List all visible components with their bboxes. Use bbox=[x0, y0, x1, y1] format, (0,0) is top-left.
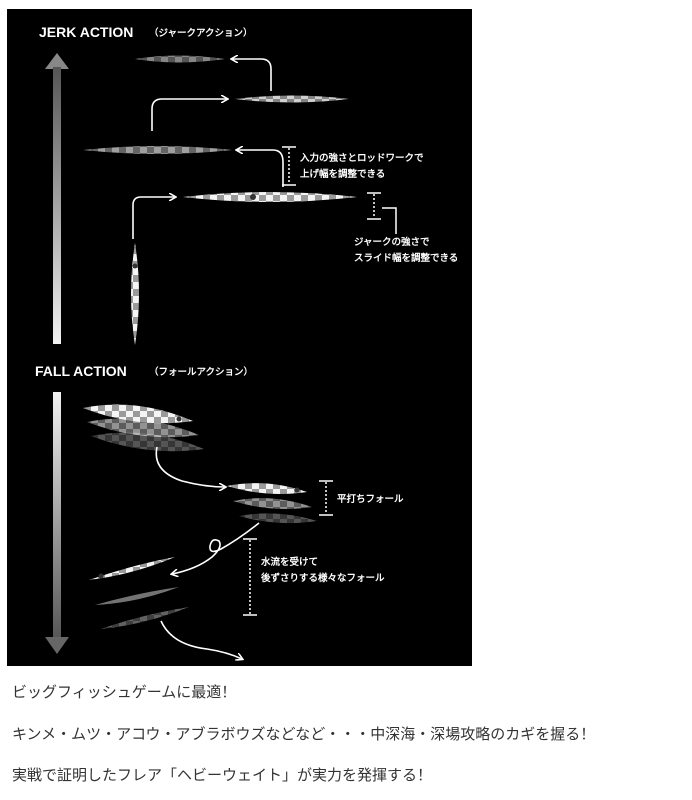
fall-title: FALL ACTION bbox=[35, 363, 127, 379]
action-diagram: JERK ACTION （ジャークアクション） bbox=[7, 9, 472, 666]
current-fall-annotation-line-1: 水流を受けて bbox=[261, 556, 318, 568]
slide-range-bracket bbox=[367, 192, 397, 234]
action-diagram-svg: JERK ACTION （ジャークアクション） bbox=[35, 24, 458, 666]
jerk-lure-vertical bbox=[131, 243, 139, 345]
current-fall-annotation-line-2: 後ずさりする様々なフォール bbox=[261, 572, 385, 584]
fall-down-arrow bbox=[45, 392, 69, 654]
caption-line-1: ビッグフィッシュゲームに最適！ bbox=[12, 683, 237, 701]
flat-fall-annotation: 平打ちフォール bbox=[337, 493, 404, 505]
fall-subtitle: （フォールアクション） bbox=[149, 366, 253, 378]
slide-annotation-line-1: ジャークの強さで bbox=[354, 236, 430, 248]
jerk-lure-4 bbox=[183, 192, 357, 202]
lift-annotation-line-2: 上げ幅を調整できる bbox=[300, 168, 385, 180]
flat-fall-bracket bbox=[319, 480, 333, 516]
caption-line-3: 実戦で証明したフレア「ヘビーウェイト」が実力を発揮する！ bbox=[12, 766, 433, 784]
jerk-subtitle: （ジャークアクション） bbox=[149, 27, 253, 39]
jerk-lure-1 bbox=[135, 55, 225, 63]
jerk-motion-arrows bbox=[132, 59, 284, 239]
lift-annotation-line-1: 入力の強さとロッドワークで bbox=[299, 152, 424, 164]
jerk-title: JERK ACTION bbox=[39, 24, 133, 40]
lift-range-bracket bbox=[282, 146, 296, 186]
fall-motion-arrows bbox=[155, 446, 260, 659]
fall-lures-top bbox=[83, 404, 204, 452]
jerk-lure-2 bbox=[235, 95, 349, 103]
jerk-lure-3 bbox=[83, 146, 232, 154]
fall-lures-bottom bbox=[89, 557, 189, 629]
caption-line-2: キンメ・ムツ・アコウ・アブラボウズなどなど・・・中深海・深場攻略のカギを握る！ bbox=[12, 725, 596, 743]
slide-annotation-line-2: スライド幅を調整できる bbox=[354, 252, 458, 264]
jerk-up-arrow bbox=[45, 53, 69, 344]
fall-lures-middle bbox=[227, 483, 317, 524]
current-fall-bracket bbox=[243, 538, 257, 616]
